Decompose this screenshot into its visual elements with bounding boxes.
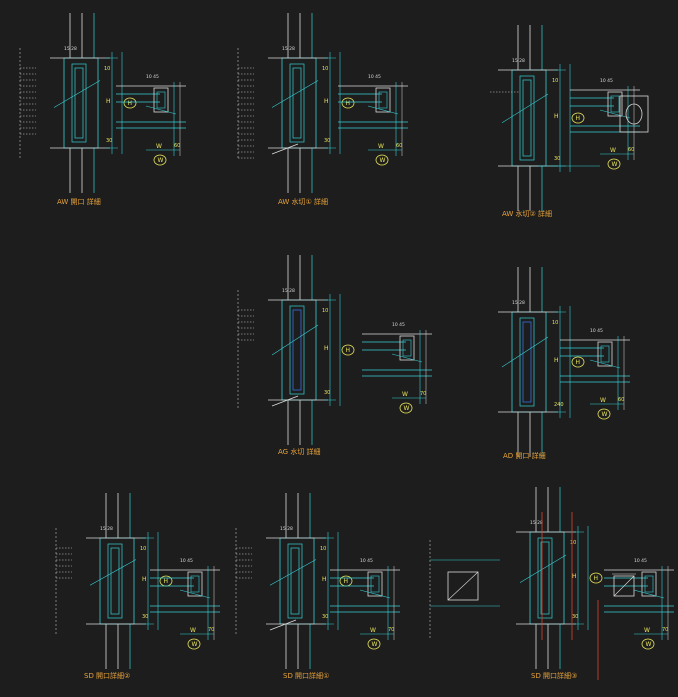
svg-text:10: 10 — [322, 66, 328, 72]
dim-h-ad-opening: H — [554, 357, 559, 364]
caption-sd-opening-3: SD 開口詳細③ — [531, 672, 578, 680]
sd3-extras — [429, 512, 636, 680]
aw2-extras — [490, 91, 649, 167]
dim-30-aw-opening: 30 — [106, 138, 112, 144]
dim-w-aw-sill-1: W — [378, 143, 384, 150]
svg-text:10: 10 — [552, 320, 558, 326]
dim-60-sd-opening-1: 70 — [388, 627, 394, 633]
circle-w-aw-sill-2: W — [612, 161, 618, 168]
section-aw-sill-2: H H 30 10 15 28 — [498, 25, 585, 211]
circle-w-ag-sill: W — [404, 405, 410, 412]
dim-30-aw-sill-1: 30 — [324, 138, 330, 144]
dim-w-aw-opening: W — [156, 143, 162, 150]
caption-aw-sill-1: AW 水切① 詳細 — [278, 198, 329, 206]
circle-w-aw-opening: W — [158, 157, 164, 164]
caption-sd-opening-2: SD 開口詳細② — [84, 672, 131, 680]
svg-text:10 45: 10 45 — [634, 558, 647, 564]
svg-text:10 45: 10 45 — [392, 322, 405, 328]
circle-h-sd-opening-1: H — [344, 578, 349, 585]
dim-w-sd-opening-1: W — [370, 627, 376, 634]
section-ag-sill: H H 30 10 15 28 — [237, 255, 355, 445]
circle-h-ad-opening: H — [576, 359, 581, 366]
circle-h-aw-sill-2: H — [576, 115, 581, 122]
section-sd-opening-1: H H 30 10 15 28 — [235, 493, 353, 669]
dim-30-sd-opening-3: 30 — [572, 614, 578, 620]
svg-text:10: 10 — [552, 78, 558, 84]
dim-30-sd-opening-2: 30 — [142, 614, 148, 620]
svg-text:15 28: 15 28 — [282, 46, 295, 52]
circle-w-sd-opening-1: W — [372, 641, 378, 648]
svg-text:15 28: 15 28 — [282, 288, 295, 294]
svg-text:10 45: 10 45 — [180, 558, 193, 564]
dim-w-aw-sill-2: W — [610, 147, 616, 154]
dim-w-sd-opening-2: W — [190, 627, 196, 634]
dim-h-sd-opening-2: H — [142, 576, 147, 583]
svg-text:10: 10 — [140, 546, 146, 552]
dim-w-sd-opening-3: W — [644, 627, 650, 634]
section-aw-sill-1: H H 30 10 15 28 — [237, 13, 355, 193]
svg-text:15 28: 15 28 — [512, 300, 525, 306]
circle-h-ag-sill: H — [346, 347, 351, 354]
dim-30-ad-opening: 240 — [554, 402, 564, 408]
dim-60-aw-sill-2: 60 — [628, 147, 634, 153]
dim-h-aw-sill-2: H — [554, 113, 559, 120]
svg-text:10 45: 10 45 — [590, 328, 603, 334]
svg-text:10 45: 10 45 — [360, 558, 373, 564]
dim-30-aw-sill-2: 30 — [554, 156, 560, 162]
svg-text:10 45: 10 45 — [146, 74, 159, 80]
svg-text:10 45: 10 45 — [368, 74, 381, 80]
svg-text:15 28: 15 28 — [530, 520, 543, 526]
circle-w-ad-opening: W — [602, 411, 608, 418]
circle-w-sd-opening-3: W — [646, 641, 652, 648]
circle-w-aw-sill-1: W — [380, 157, 386, 164]
caption-aw-sill-2: AW 水切② 詳細 — [502, 210, 553, 218]
svg-text:10: 10 — [320, 546, 326, 552]
dim-60-aw-opening: 60 — [174, 143, 180, 149]
section-sd-opening-2: H H 30 10 15 28 — [55, 493, 173, 669]
dim-60-sd-opening-2: 70 — [208, 627, 214, 633]
section-sd-opening-3: H H 30 10 15 28 — [516, 487, 603, 669]
svg-text:15 28: 15 28 — [100, 526, 113, 532]
dim-h-ag-sill: H — [324, 345, 329, 352]
dim-h-sd-opening-3: H — [572, 573, 577, 580]
circle-w-sd-opening-2: W — [192, 641, 198, 648]
dim-60-ag-sill: 70 — [420, 391, 426, 397]
svg-text:15 28: 15 28 — [280, 526, 293, 532]
section-ad-opening: H H 240 10 15 28 — [498, 267, 585, 457]
svg-text:10: 10 — [570, 540, 576, 546]
svg-text:15 28: 15 28 — [512, 58, 525, 64]
dim-60-aw-sill-1: 60 — [396, 143, 402, 149]
dim-w-ag-sill: W — [402, 391, 408, 398]
svg-text:10 45: 10 45 — [600, 78, 613, 84]
svg-text:10: 10 — [322, 308, 328, 314]
circle-h-aw-sill-1: H — [346, 100, 351, 107]
circle-h-sd-opening-2: H — [164, 578, 169, 585]
dim-h-aw-opening: H — [106, 98, 111, 105]
dim-60-ad-opening: 60 — [618, 397, 624, 403]
dim-30-ag-sill: 30 — [324, 390, 330, 396]
dim-30-sd-opening-1: 30 — [322, 614, 328, 620]
dim-h-aw-sill-1: H — [324, 98, 329, 105]
dim-60-sd-opening-3: 70 — [662, 627, 668, 633]
circle-h-aw-opening: H — [128, 100, 133, 107]
dim-w-ad-opening: W — [600, 397, 606, 404]
section-aw-opening: H H 30 10 15 28 — [19, 13, 137, 193]
dim-h-sd-opening-1: H — [322, 576, 327, 583]
caption-ag-sill: AG 水切 詳細 — [278, 448, 321, 456]
svg-text:15 28: 15 28 — [64, 46, 77, 52]
circle-h-sd-opening-3: H — [594, 575, 599, 582]
svg-text:10: 10 — [104, 66, 110, 72]
caption-sd-opening-1: SD 開口詳細① — [283, 672, 330, 680]
caption-aw-opening: AW 開口 詳細 — [57, 198, 101, 206]
caption-ad-opening: AD 開口 詳細 — [503, 452, 546, 460]
